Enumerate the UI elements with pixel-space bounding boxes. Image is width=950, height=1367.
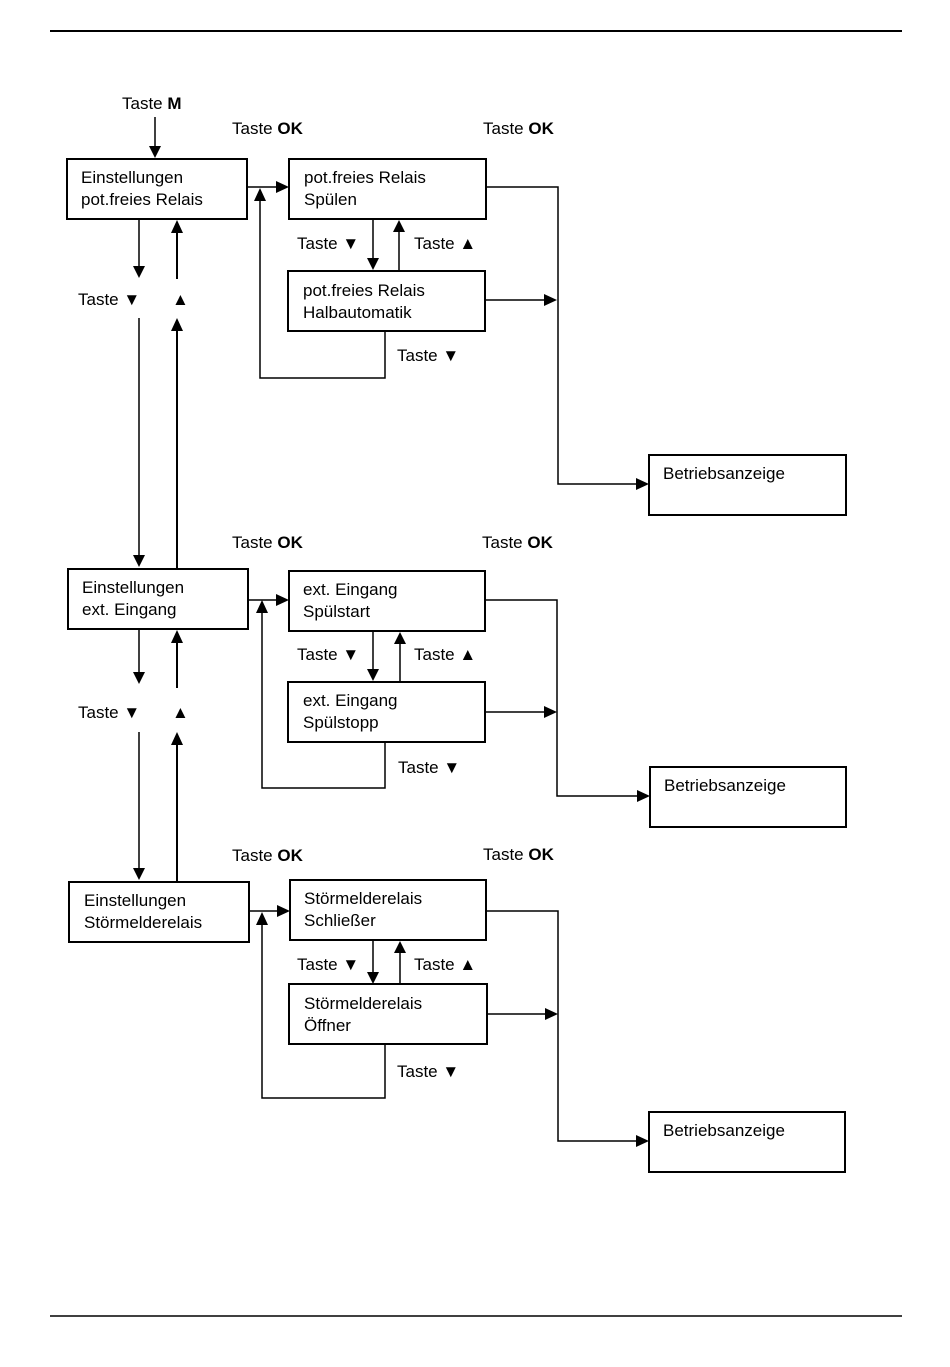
up-arrow-label: ▲ [172, 290, 189, 309]
taste-up-label: Taste ▲ [414, 234, 476, 253]
option-box-schliesser [289, 879, 487, 941]
result-label: Betriebsanzeige [664, 776, 786, 795]
settings-subtitle: pot.freies Relais [81, 190, 203, 209]
option-value: Halbautomatik [303, 303, 412, 322]
option-title: ext. Eingang [303, 691, 398, 710]
result-label: Betriebsanzeige [663, 464, 785, 483]
settings-subtitle: Störmelderelais [84, 913, 202, 932]
nav-2-3: Taste ▼ ▲ [78, 629, 189, 881]
taste-down-label: Taste ▼ [297, 645, 359, 664]
option-title: ext. Eingang [303, 580, 398, 599]
section-ext-eingang: Taste OK Taste OK Einstellungen ext. Ein… [67, 533, 847, 828]
taste-up-label: Taste ▲ [414, 955, 476, 974]
option-value: Öffner [304, 1016, 351, 1035]
section-stoermelderelais: Taste OK Taste OK Einstellungen Störmeld… [68, 845, 846, 1173]
option-box-oeffner [288, 983, 488, 1045]
taste-down-label: Taste ▼ [297, 955, 359, 974]
option-title: Störmelderelais [304, 889, 422, 908]
settings-title: Einstellungen [81, 168, 183, 187]
taste-down-label: Taste ▼ [297, 234, 359, 253]
taste-ok-label: Taste OK [232, 846, 304, 865]
taste-ok-label: Taste OK [482, 533, 554, 552]
up-arrow-label: ▲ [172, 703, 189, 722]
taste-down-label: Taste ▼ [78, 703, 140, 722]
settings-title: Einstellungen [82, 578, 184, 597]
option-value: Spülstopp [303, 713, 379, 732]
taste-m-label: Taste M [122, 94, 182, 113]
option-box-halbautomatik [287, 270, 486, 332]
option-title: pot.freies Relais [304, 168, 426, 187]
option-value: Spülen [304, 190, 357, 209]
settings-box-pot-relais [66, 158, 248, 220]
option-title: Störmelderelais [304, 994, 422, 1013]
option-title: pot.freies Relais [303, 281, 425, 300]
result-box-betriebsanzeige [649, 766, 847, 828]
section-pot-relais: Taste OK Taste OK Einstellungen pot.frei… [66, 119, 847, 516]
taste-down-label: Taste ▼ [397, 346, 459, 365]
settings-subtitle: ext. Eingang [82, 600, 177, 619]
taste-down-label: Taste ▼ [398, 758, 460, 777]
settings-box-ext-eingang [67, 568, 249, 630]
option-value: Schließer [304, 911, 376, 930]
taste-ok-label: Taste OK [483, 119, 555, 138]
settings-box-stoermelderelais [68, 881, 250, 943]
option-value: Spülstart [303, 602, 370, 621]
taste-down-label: Taste ▼ [397, 1062, 459, 1081]
option-box-spuelstart [288, 570, 486, 632]
taste-ok-label: Taste OK [232, 119, 304, 138]
result-box-betriebsanzeige [648, 454, 847, 516]
taste-down-label: Taste ▼ [78, 290, 140, 309]
result-label: Betriebsanzeige [663, 1121, 785, 1140]
option-box-spuelstopp [287, 681, 486, 743]
nav-1-2: Taste ▼ ▲ [78, 219, 189, 568]
result-box-betriebsanzeige [648, 1111, 846, 1173]
taste-ok-label: Taste OK [483, 845, 555, 864]
taste-ok-label: Taste OK [232, 533, 304, 552]
settings-title: Einstellungen [84, 891, 186, 910]
option-box-spuelen [288, 158, 487, 220]
taste-up-label: Taste ▲ [414, 645, 476, 664]
